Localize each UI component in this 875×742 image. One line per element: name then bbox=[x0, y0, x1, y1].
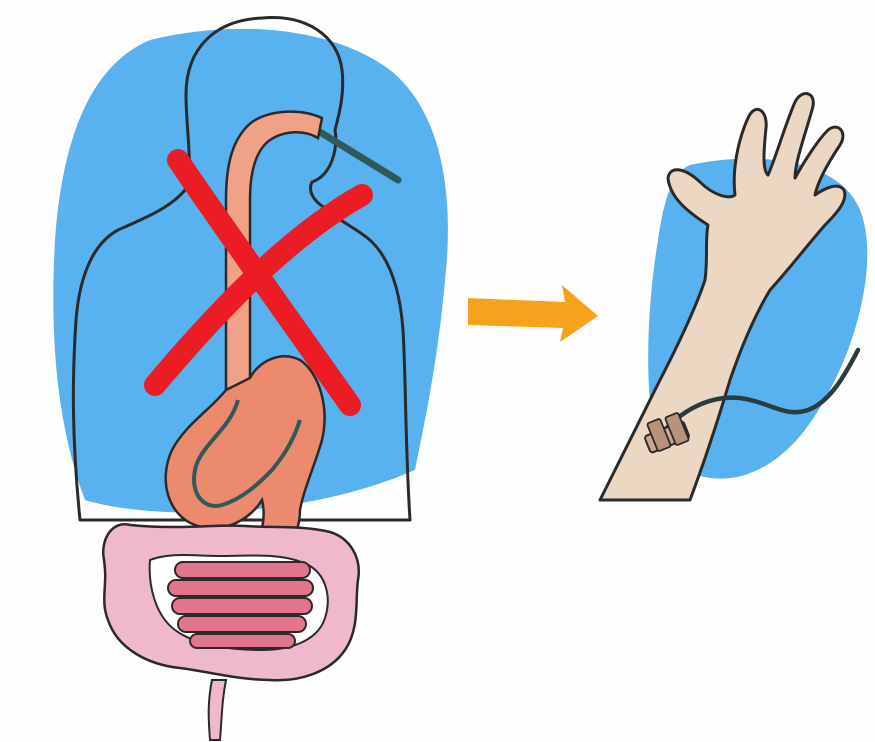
feeding-route-diagram bbox=[0, 0, 875, 742]
